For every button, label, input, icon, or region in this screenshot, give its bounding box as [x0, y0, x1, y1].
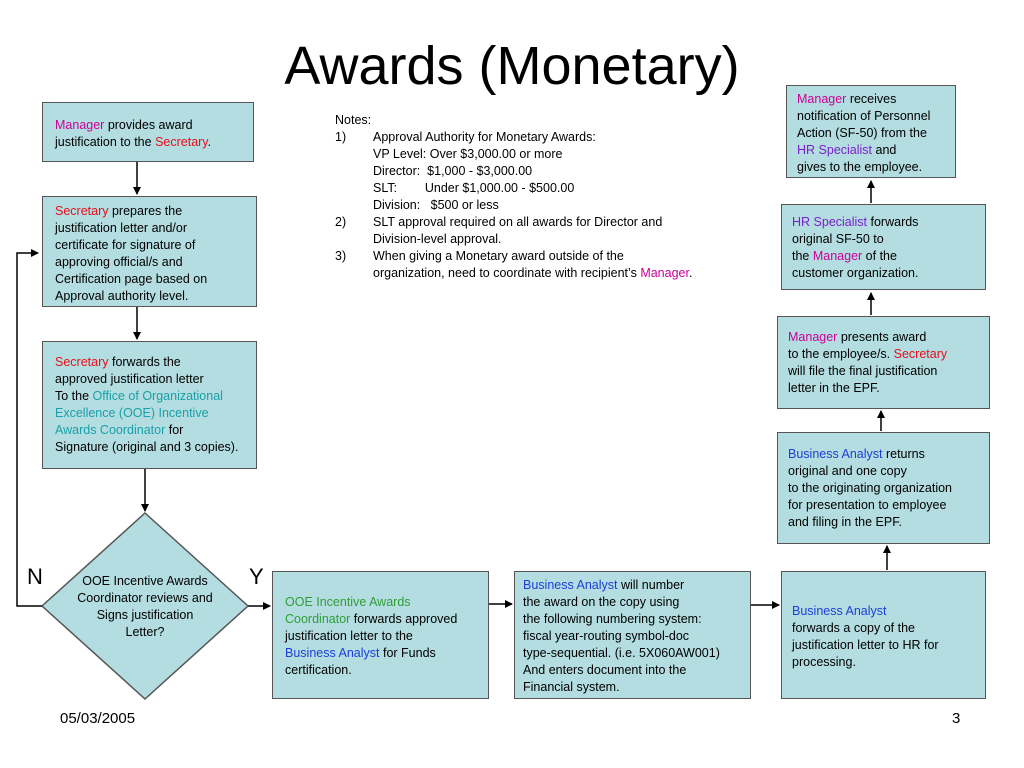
step-secretary-prepares-letter: Secretary prepares the justification let…: [42, 196, 257, 307]
decision-diamond: [40, 511, 250, 701]
slide-title: Awards (Monetary): [284, 36, 740, 96]
role-secretary: Secretary: [893, 347, 948, 361]
step-analyst-forwards-to-hr: Business Analyst forwards a copy of the …: [781, 571, 986, 699]
arrow-no-loop: [16, 249, 42, 607]
role-business-analyst: Business Analyst: [788, 447, 883, 461]
decision-text: OOE Incentive Awards Coordinator reviews…: [77, 574, 213, 639]
role-manager: Manager: [797, 92, 847, 106]
step-manager-presents-award: Manager presents award to the employee/s…: [777, 316, 990, 409]
footer-date: 05/03/2005: [60, 710, 136, 727]
step-hr-forwards-sf50: HR Specialist forwards original SF-50 to…: [781, 204, 986, 290]
label-yes: Y: [249, 564, 264, 589]
step-secretary-forwards-letter: Secretary forwards the approved justific…: [42, 341, 257, 469]
step-analyst-numbers-award: Business Analyst will number the award o…: [514, 571, 751, 699]
label-no: N: [27, 564, 43, 589]
step-ooe-forwards-letter: OOE Incentive Awards Coordinator forward…: [272, 571, 489, 699]
role-hr-specialist: HR Specialist: [792, 215, 868, 229]
step-analyst-returns-original: Business Analyst returns original and on…: [777, 432, 990, 544]
step-manager-provides-justification: Manager provides award justification to …: [42, 102, 254, 162]
footer-page-number: 3: [952, 710, 961, 727]
role-business-analyst: Business Analyst: [285, 646, 380, 660]
role-secretary: Secretary: [55, 355, 109, 369]
role-secretary: Secretary: [55, 204, 109, 218]
role-secretary: Secretary: [155, 135, 208, 149]
role-business-analyst: Business Analyst: [523, 578, 618, 592]
role-manager: Manager: [788, 330, 838, 344]
role-hr-specialist: HR Specialist: [797, 143, 873, 157]
role-business-analyst: Business Analyst: [792, 604, 887, 618]
notes-heading: Notes:: [335, 113, 372, 127]
role-manager: Manager: [640, 266, 689, 280]
step-manager-receives-notification: Manager receives notification of Personn…: [786, 85, 956, 178]
role-manager: Manager: [812, 249, 863, 263]
role-manager: Manager: [55, 118, 105, 132]
